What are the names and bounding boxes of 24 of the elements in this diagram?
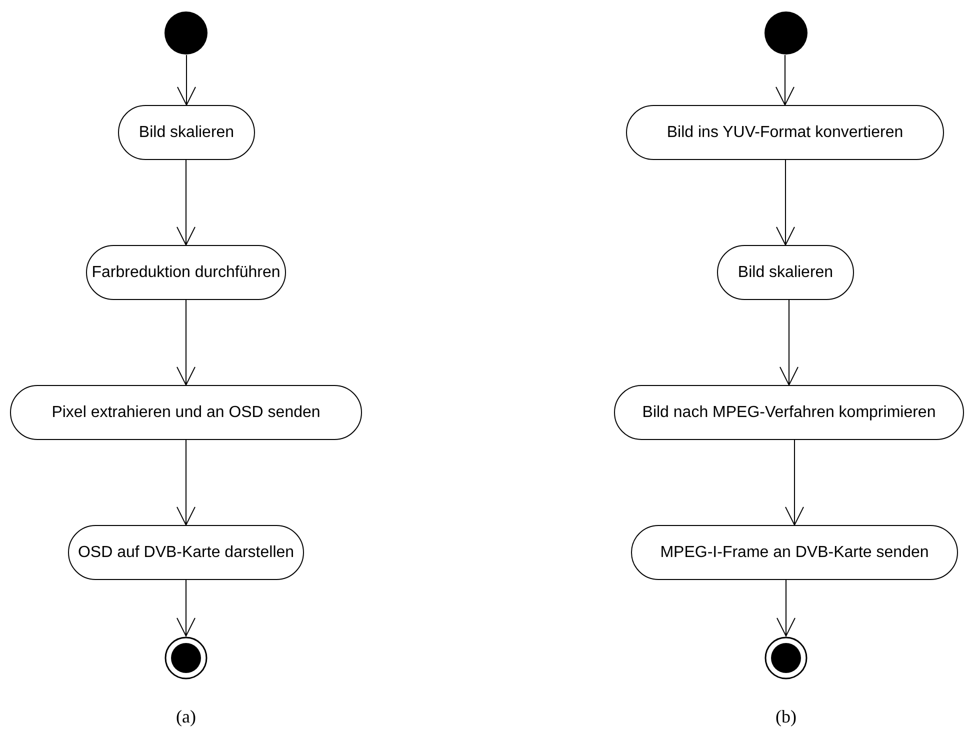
final-node <box>164 636 208 680</box>
arrow <box>776 580 796 636</box>
arrow <box>176 580 196 636</box>
arrow <box>776 160 795 246</box>
action-node: MPEG-I-Frame an DVB-Karte senden <box>631 525 958 580</box>
initial-node <box>764 11 808 55</box>
subfigure-label: (b) <box>776 706 796 728</box>
subfigure-label: (a) <box>176 706 196 728</box>
initial-node <box>164 11 208 55</box>
action-node: Bild ins YUV-Format konvertieren <box>626 105 944 160</box>
action-node: Bild nach MPEG-Verfahren komprimieren <box>614 385 964 440</box>
arrow <box>177 54 196 106</box>
arrow <box>176 300 196 386</box>
action-node: Bild skalieren <box>717 245 854 300</box>
arrow <box>176 440 196 526</box>
arrow <box>780 300 798 386</box>
arrow <box>776 54 794 106</box>
arrow <box>785 440 804 526</box>
action-node: OSD auf DVB-Karte darstellen <box>68 525 304 580</box>
action-node: Bild skalieren <box>118 105 255 160</box>
action-node: Farbreduktion durchführen <box>86 245 286 300</box>
arrow <box>176 160 196 246</box>
action-node: Pixel extrahieren und an OSD senden <box>10 385 362 440</box>
final-node <box>764 636 808 680</box>
